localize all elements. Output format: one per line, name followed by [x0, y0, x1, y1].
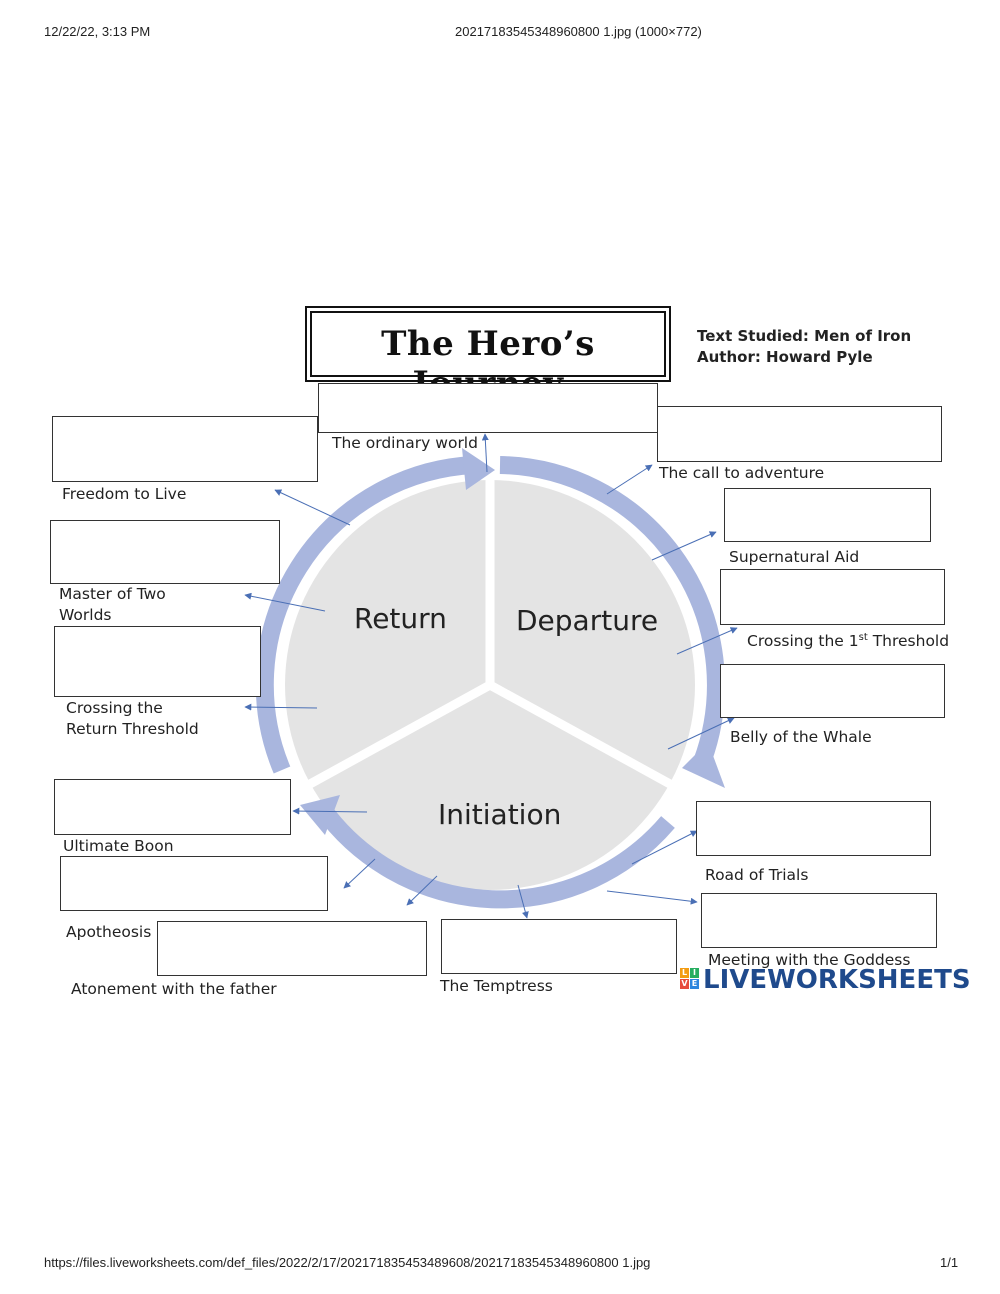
phase-initiation: Initiation: [438, 798, 562, 831]
connectors: [244, 433, 738, 919]
answer-box-ordinary-world[interactable]: [318, 383, 658, 433]
divider-right: [487, 681, 693, 799]
answer-box-master-two-worlds[interactable]: [50, 520, 280, 584]
arrowhead-return: [462, 448, 495, 490]
print-datetime: 12/22/22, 3:13 PM: [44, 24, 151, 39]
answer-box-atonement[interactable]: [157, 921, 427, 976]
label-supernatural-aid: Supernatural Aid: [729, 548, 860, 566]
label-atonement: Atonement with the father: [71, 980, 277, 998]
print-file-title: 20217183545348960800 1.jpg (1000×772): [455, 24, 702, 39]
connector-apotheosis: [343, 858, 376, 889]
answer-box-freedom-to-live[interactable]: [52, 416, 318, 482]
answer-box-temptress[interactable]: [441, 919, 677, 974]
label-apotheosis: Apotheosis: [66, 923, 152, 941]
label-ordinary-world: The ordinary world: [332, 434, 478, 452]
answer-box-ultimate-boon[interactable]: [54, 779, 291, 835]
print-url: https://files.liveworksheets.com/def_fil…: [44, 1255, 651, 1270]
logo-letter-e: E: [690, 979, 699, 989]
label-road-of-trials: Road of Trials: [705, 866, 809, 884]
logo-letter-l: L: [680, 968, 689, 978]
connector-first-threshold: [676, 627, 738, 655]
phase-departure: Departure: [516, 604, 659, 637]
title-box-inner: [310, 311, 666, 377]
label-ultimate-boon: Ultimate Boon: [63, 837, 174, 855]
ring-arrow-initiation: [314, 802, 675, 909]
connector-atonement: [406, 875, 438, 906]
label-first-threshold-tail: Threshold: [867, 632, 950, 651]
logo-letter-v: V: [680, 979, 689, 989]
answer-box-road-of-trials[interactable]: [696, 801, 931, 856]
ring-arrowheads: [300, 448, 725, 835]
title-box: The Hero’s Journey: [305, 306, 671, 404]
connector-master: [244, 592, 326, 612]
text-studied: Text Studied: Men of Iron: [697, 327, 912, 345]
connector-goddess: [606, 890, 698, 905]
answer-box-meeting-goddess[interactable]: [701, 893, 937, 948]
phase-return: Return: [354, 602, 447, 635]
label-first-threshold-sup: st: [858, 632, 868, 643]
connector-ordinary-world: [481, 433, 489, 473]
ring-arrow-return: [255, 456, 475, 774]
label-master-line2: Worlds: [59, 606, 112, 624]
liveworksheets-wordmark: LIVEWORKSHEETS: [703, 965, 971, 995]
label-return-threshold-line2: Return Threshold: [66, 720, 199, 738]
label-belly-of-whale: Belly of the Whale: [730, 728, 872, 746]
ring-arrow-departure: [499, 456, 725, 766]
label-freedom-to-live: Freedom to Live: [62, 485, 187, 503]
label-return-threshold-line1: Crossing the: [66, 699, 163, 717]
connector-return-threshold: [244, 703, 318, 711]
answer-box-call-to-adventure[interactable]: [657, 406, 942, 462]
arrowhead-departure: [682, 742, 725, 788]
label-call-to-adventure: The call to adventure: [659, 464, 825, 482]
liveworksheets-mark: L I V E: [680, 968, 700, 990]
connector-belly: [667, 717, 735, 750]
label-first-threshold: Crossing the 1st Threshold: [747, 627, 949, 652]
arrowhead-initiation: [300, 795, 340, 835]
author: Author: Howard Pyle: [697, 348, 873, 366]
divider-left: [287, 681, 493, 799]
connector-supernatural: [651, 531, 717, 561]
answer-box-return-threshold[interactable]: [54, 626, 261, 697]
print-page-number: 1/1: [940, 1255, 959, 1270]
connector-temptress: [517, 884, 529, 919]
connector-road: [631, 830, 698, 865]
connector-boon: [292, 807, 368, 815]
label-first-threshold-text: Crossing the 1: [747, 632, 859, 651]
label-master-line1: Master of Two: [59, 585, 166, 603]
connector-freedom: [274, 489, 351, 526]
label-meeting-goddess: Meeting with the Goddess: [708, 951, 911, 969]
answer-box-supernatural-aid[interactable]: [724, 488, 931, 542]
answer-box-belly-of-whale[interactable]: [720, 664, 945, 718]
logo-letter-i: I: [690, 968, 699, 978]
answer-box-apotheosis[interactable]: [60, 856, 328, 911]
ring-arrows: [255, 456, 725, 909]
connector-call: [606, 464, 653, 495]
answer-box-first-threshold[interactable]: [720, 569, 945, 625]
label-temptress: The Temptress: [440, 977, 553, 995]
